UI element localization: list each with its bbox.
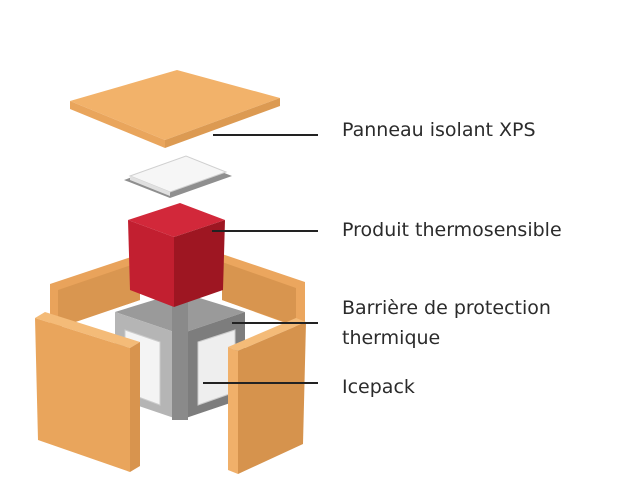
back-wall-right xyxy=(222,254,305,330)
back-wall-left xyxy=(50,254,140,330)
label-product: Produit thermosensible xyxy=(342,219,562,241)
product-cube xyxy=(128,203,225,307)
label-barrier-line2: thermique xyxy=(342,327,441,349)
label-barrier-line1: Barrière de protection xyxy=(342,297,551,319)
front-wall-left xyxy=(35,312,140,472)
front-wall-right xyxy=(228,318,306,474)
label-panel: Panneau isolant XPS xyxy=(342,119,536,141)
xps-lid xyxy=(70,70,280,148)
tray-icepack xyxy=(124,155,232,198)
label-icepack: Icepack xyxy=(342,376,415,398)
